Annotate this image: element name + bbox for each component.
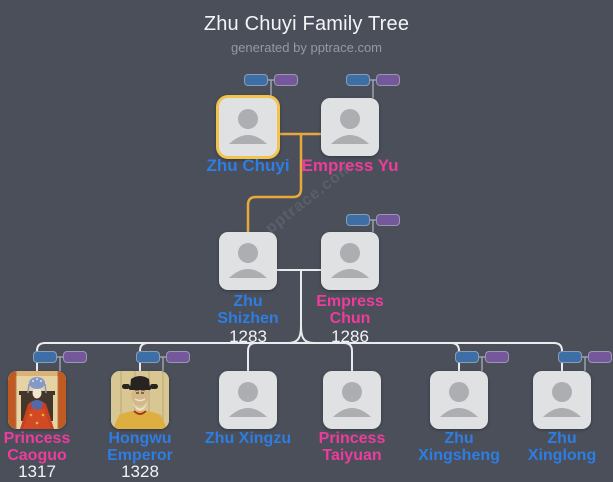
father-chip-icon[interactable] <box>455 351 479 363</box>
page-title: Zhu Chuyi Family Tree <box>203 13 410 35</box>
mother-chip-icon[interactable] <box>166 351 190 363</box>
zhu-chuyi-name: Zhu Chuyi <box>206 156 290 175</box>
father-chip-icon[interactable] <box>346 74 370 86</box>
empress-yu-name: Empress Yu <box>301 156 399 175</box>
mother-chip-icon[interactable] <box>376 74 400 86</box>
mother-chip-icon[interactable] <box>485 351 509 363</box>
person-silhouette-icon <box>229 382 267 417</box>
person-silhouette-icon <box>440 382 478 417</box>
zhu-xinglong-name: Zhu Xinglong <box>527 430 597 464</box>
person-silhouette-icon <box>229 243 267 278</box>
empress-chun-parent-chips <box>346 214 400 226</box>
person-silhouette-icon <box>333 382 371 417</box>
father-chip-icon[interactable] <box>244 74 268 86</box>
zhu-xingsheng-name: Zhu Xingsheng <box>418 430 500 464</box>
zhu-chuyi-parent-chips <box>244 74 298 86</box>
person-silhouette-icon <box>543 382 581 417</box>
person-silhouette-icon <box>331 243 369 278</box>
hongwu-emperor-birth-year: 1328 <box>121 462 159 481</box>
zhu-xinglong-parent-chips <box>558 351 612 363</box>
white-family-lines <box>36 269 563 371</box>
zhu-xingsheng-parent-chips <box>455 351 509 363</box>
father-chip-icon[interactable] <box>346 214 370 226</box>
father-chip-icon[interactable] <box>33 351 57 363</box>
empress-chun-birth-year: 1286 <box>331 327 369 346</box>
hongwu-emperor-portrait <box>111 371 169 429</box>
mother-chip-icon[interactable] <box>63 351 87 363</box>
person-silhouette-icon <box>331 109 369 144</box>
princess-caoguo-node-card[interactable] <box>8 371 66 429</box>
zhu-shizhen-name: Zhu Shizhen <box>217 293 279 327</box>
empress-yu-node-card[interactable] <box>321 98 379 156</box>
princess-taiyuan-node-card[interactable] <box>323 371 381 429</box>
princess-caoguo-birth-year: 1317 <box>18 462 56 481</box>
person-silhouette-icon <box>229 109 267 144</box>
princess-caoguo-portrait <box>8 371 66 429</box>
hongwu-emperor-parent-chips <box>136 351 190 363</box>
zhu-chuyi-node-card[interactable] <box>216 95 280 159</box>
father-chip-icon[interactable] <box>136 351 160 363</box>
zhu-shizhen-birth-year: 1283 <box>229 327 267 346</box>
mother-chip-icon[interactable] <box>588 351 612 363</box>
princess-caoguo-name: Princess Caoguo <box>3 430 71 464</box>
mother-chip-icon[interactable] <box>376 214 400 226</box>
hongwu-emperor-name: Hongwu Emperor <box>107 430 173 464</box>
zhu-xingsheng-node-card[interactable] <box>430 371 488 429</box>
princess-caoguo-parent-chips <box>33 351 87 363</box>
hongwu-emperor-node-card[interactable] <box>111 371 169 429</box>
yellow-lineage-line <box>246 132 321 232</box>
empress-chun-node-card[interactable] <box>321 232 379 290</box>
princess-taiyuan-name: Princess Taiyuan <box>318 430 386 464</box>
mother-chip-icon[interactable] <box>274 74 298 86</box>
page-subtitle: generated by pptrace.com <box>230 40 383 55</box>
empress-yu-parent-chips <box>346 74 400 86</box>
zhu-xingzu-node-card[interactable] <box>219 371 277 429</box>
father-chip-icon[interactable] <box>558 351 582 363</box>
zhu-xinglong-node-card[interactable] <box>533 371 591 429</box>
zhu-xingzu-name: Zhu Xingzu <box>204 430 292 447</box>
empress-chun-name: Empress Chun <box>316 293 384 327</box>
zhu-shizhen-node-card[interactable] <box>219 232 277 290</box>
